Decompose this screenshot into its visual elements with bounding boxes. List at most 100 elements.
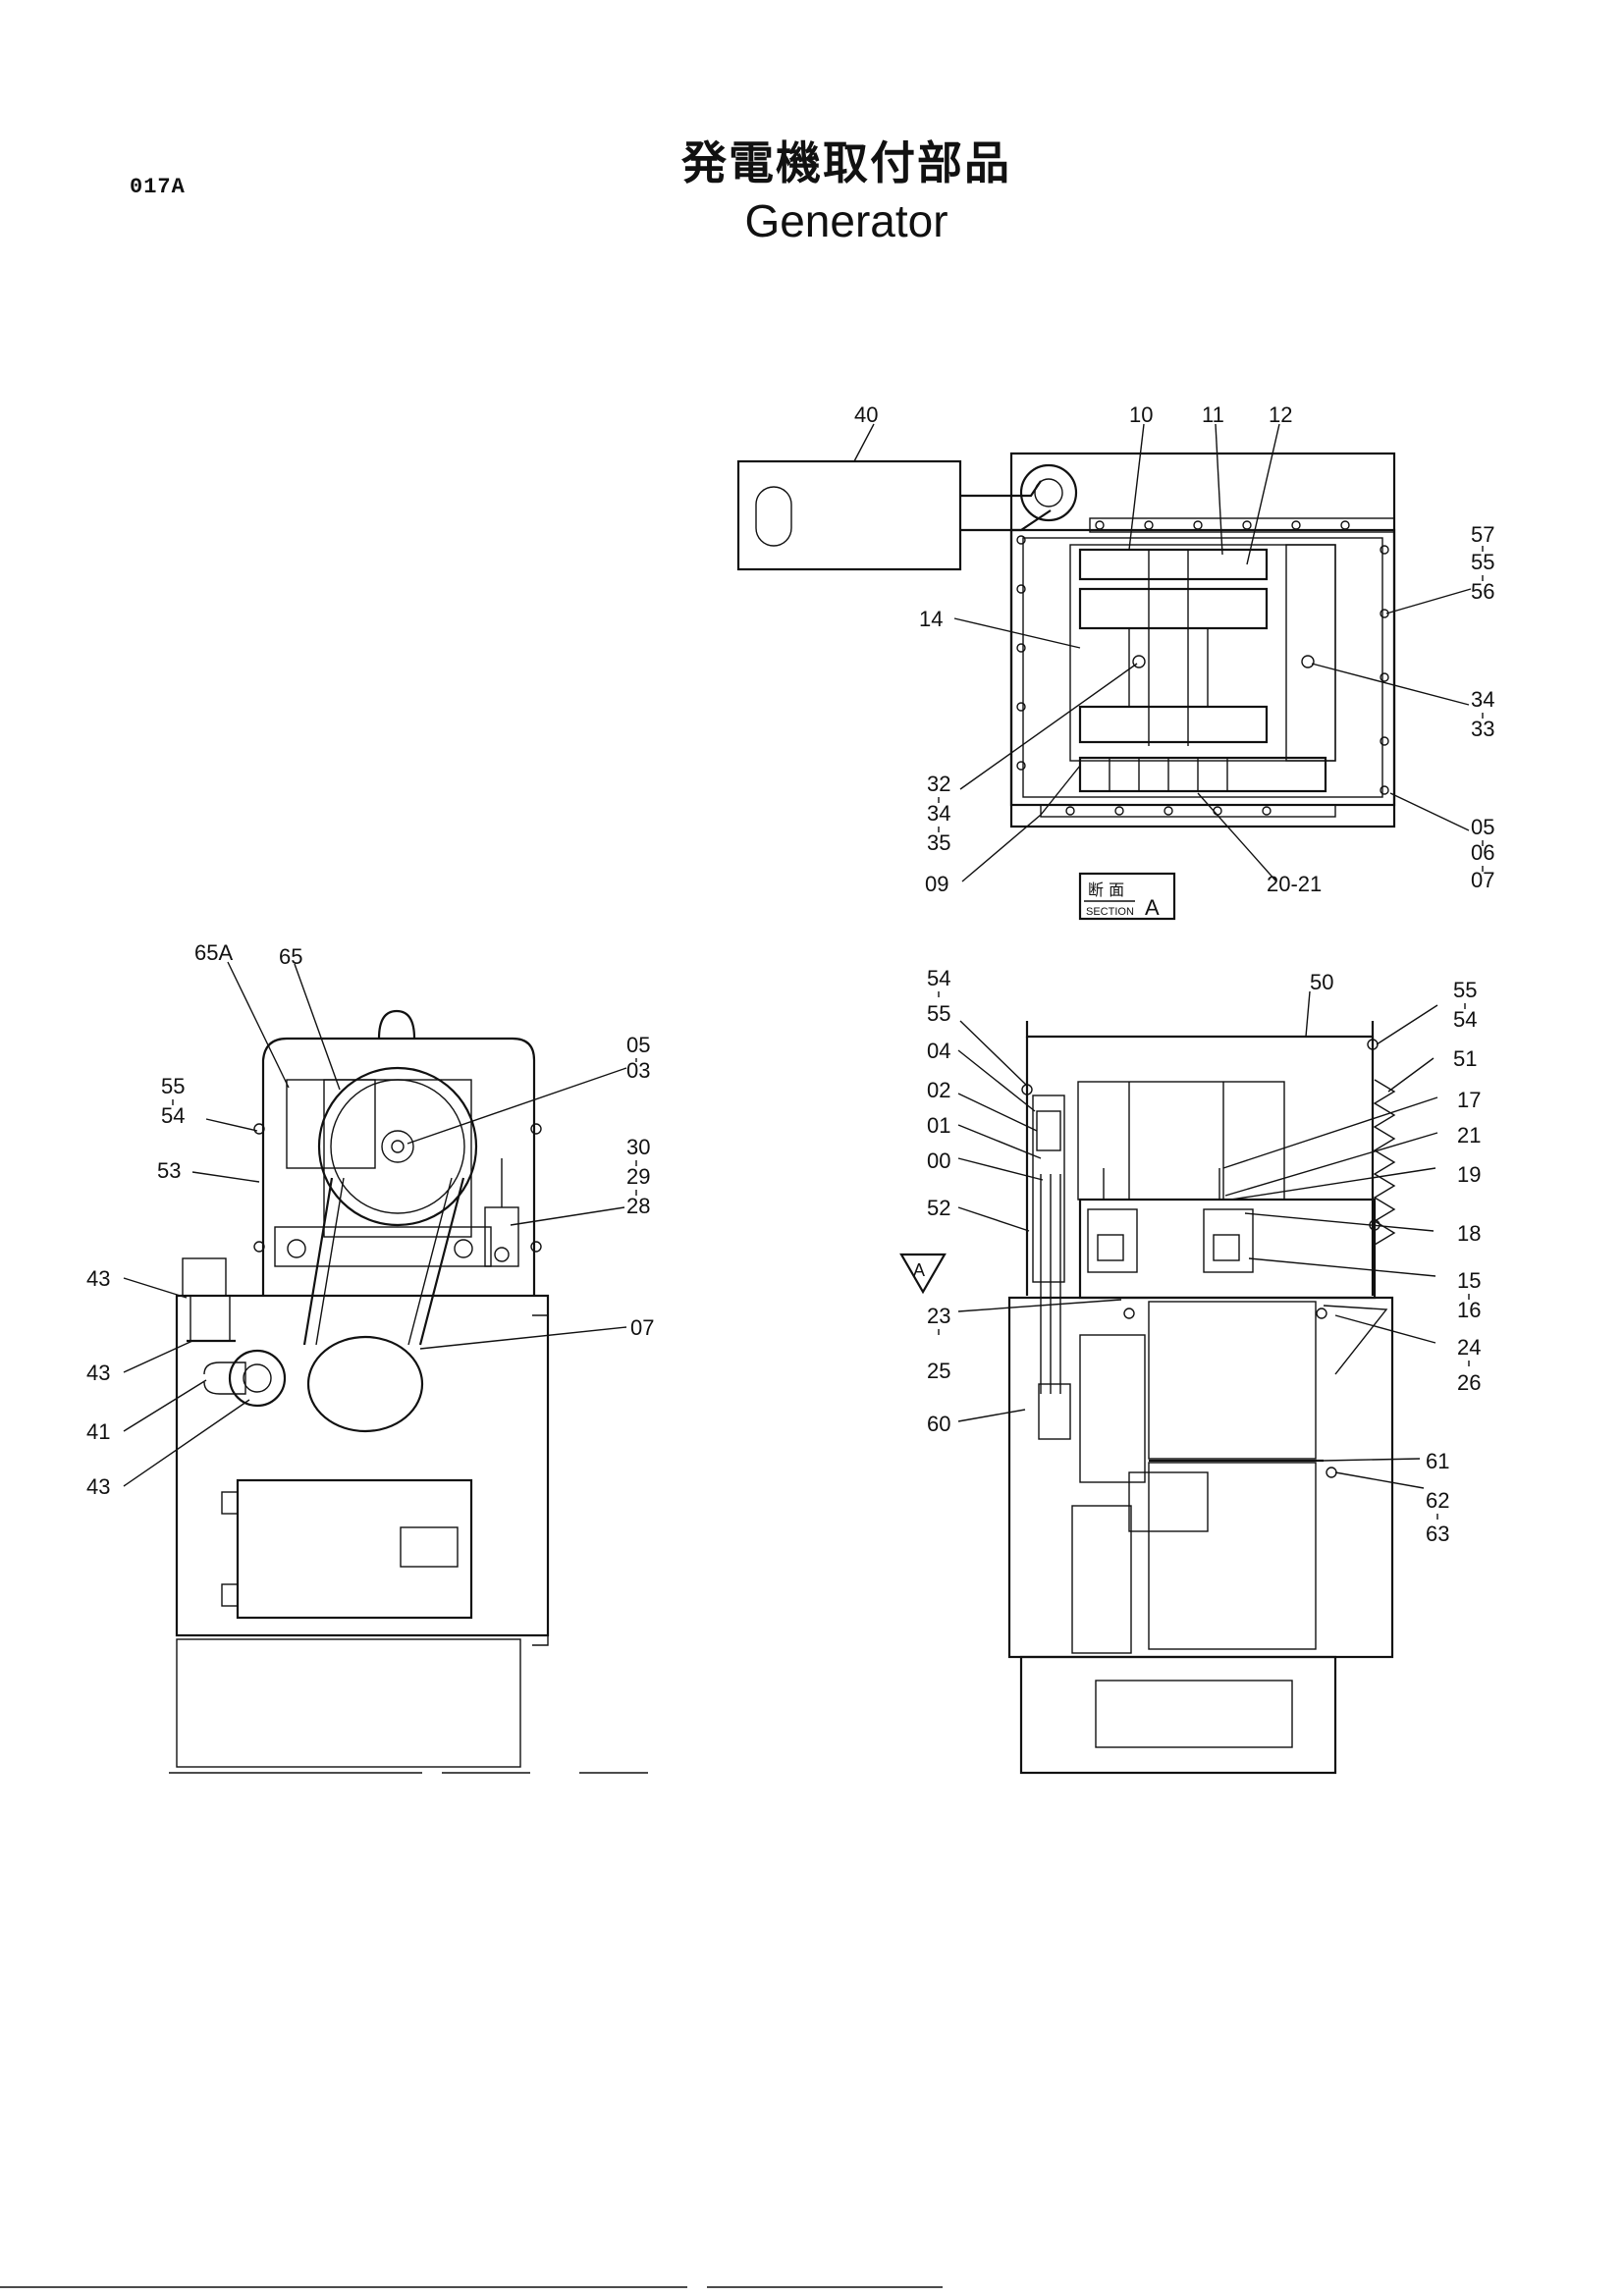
top-labels: 40 10 11 12 57 55 56 14 34 33 32 34 35 0…: [854, 402, 1494, 896]
upper-clamp: [1078, 587, 1269, 630]
label-ticks: [172, 546, 1484, 1520]
label-30: 30: [626, 1135, 650, 1159]
side-bracket: [1032, 1095, 1065, 1283]
cover-bolt-1: [253, 1123, 265, 1135]
label-57: 57: [1471, 522, 1494, 547]
lower-body: [1007, 1296, 1394, 1659]
label-11: 11: [1202, 402, 1224, 427]
lifting-eye: [377, 1009, 416, 1040]
belt-cover: [261, 1037, 536, 1296]
tension-nut: [494, 1247, 510, 1262]
label-41: 41: [86, 1419, 110, 1444]
right-side-view: A: [899, 1021, 1396, 1775]
label-61: 61: [1426, 1449, 1449, 1473]
label-10: 10: [1129, 402, 1153, 427]
label-33: 33: [1471, 717, 1494, 741]
label-55: 55: [1471, 550, 1494, 574]
label-35: 35: [927, 830, 950, 855]
cover-bolt-3: [530, 1123, 542, 1135]
lower-compartment: [1148, 1462, 1317, 1650]
label-54-right: 54: [927, 966, 950, 990]
cover-bolt-2: [253, 1241, 265, 1253]
right-leaders: [957, 990, 1438, 1489]
access-door: [236, 1478, 473, 1620]
bolt-32: [1132, 655, 1146, 668]
left-leaders: [123, 961, 627, 1487]
intake-elbow: [203, 1362, 246, 1395]
motor-unit: [1128, 1471, 1209, 1532]
mount-studs: [1103, 1168, 1220, 1200]
label-25: 25: [927, 1359, 950, 1383]
mount-bolt-right: [454, 1239, 473, 1258]
section-tag-letter: A: [1145, 895, 1160, 920]
left-side-view: [169, 1009, 648, 1774]
intake-flange-inner: [243, 1363, 272, 1393]
left-labels: 65A 65 05 03 55 54 53 30 29 28 43 43 41 …: [86, 940, 654, 1499]
terminal-left: [1097, 1234, 1124, 1261]
bottom-strip: [1040, 804, 1336, 818]
mount-left-box: [1087, 1208, 1138, 1273]
v-belt-inner: [315, 1177, 453, 1346]
side-plate: [1285, 544, 1336, 762]
upper-compartment: [1148, 1301, 1317, 1460]
section-tag-kanji: 断 面: [1088, 881, 1124, 899]
label-04: 04: [927, 1039, 950, 1063]
muffler-slot: [755, 486, 792, 547]
top-strip: [1089, 517, 1395, 533]
mount-right-box: [1203, 1208, 1254, 1273]
louvre: [1373, 1079, 1396, 1246]
label-34: 34: [927, 801, 950, 826]
generator-ribs: [1128, 1082, 1224, 1200]
lower-base: [176, 1638, 521, 1768]
label-60: 60: [927, 1412, 950, 1436]
label-62: 62: [1426, 1488, 1449, 1513]
label-43-b: 43: [86, 1361, 110, 1385]
label-28: 28: [626, 1194, 650, 1218]
top-bracket: [1078, 548, 1269, 581]
frame-bolts: [1016, 520, 1389, 816]
label-02: 02: [927, 1078, 950, 1102]
label-40: 40: [854, 402, 878, 427]
label-18: 18: [1457, 1221, 1481, 1246]
tension-adjuster: [484, 1206, 519, 1267]
generator-pulley: [306, 1335, 424, 1433]
label-00: 00: [927, 1148, 950, 1173]
label-43-a: 43: [86, 1266, 110, 1291]
base-panel: [1095, 1680, 1293, 1748]
label-34-top: 34: [1471, 687, 1494, 712]
label-24: 24: [1457, 1335, 1481, 1360]
view-arrow-letter: A: [913, 1260, 925, 1280]
label-63: 63: [1426, 1522, 1449, 1546]
exhaust-flange-inner: [1034, 478, 1063, 507]
terminal-dividers: [1109, 758, 1228, 791]
valve-unit: [1038, 1383, 1071, 1440]
terminal-right: [1213, 1234, 1240, 1261]
label-23: 23: [927, 1304, 950, 1328]
right-bolts: [1021, 1039, 1380, 1478]
core-section: [1128, 627, 1209, 708]
section-tag-text: SECTION: [1086, 906, 1134, 918]
intake-flange: [228, 1349, 287, 1408]
pulley-bolt: [391, 1140, 405, 1153]
terminal-block: [1078, 756, 1327, 793]
lower-clamp: [1078, 705, 1269, 744]
page-code: 017A: [130, 175, 186, 199]
label-32: 32: [927, 772, 950, 796]
exhaust-pipe: [960, 480, 1052, 532]
mount-bracket: [274, 1226, 492, 1267]
top-cover: [1025, 1021, 1375, 1039]
bracket-rods: [1040, 1174, 1061, 1394]
label-53: 53: [157, 1158, 181, 1183]
top-outer-plate: [1009, 452, 1396, 828]
drive-pulley: [317, 1066, 478, 1227]
door-latch: [400, 1526, 459, 1568]
section-tag-box: [1078, 872, 1176, 921]
label-07-top: 07: [1471, 868, 1494, 892]
label-26: 26: [1457, 1370, 1481, 1395]
right-base: [1019, 1655, 1337, 1775]
exhaust-flange: [1019, 463, 1078, 522]
drive-pulley-groove: [330, 1079, 465, 1214]
label-12: 12: [1269, 402, 1292, 427]
label-03: 03: [626, 1058, 650, 1083]
label-01: 01: [927, 1113, 950, 1138]
